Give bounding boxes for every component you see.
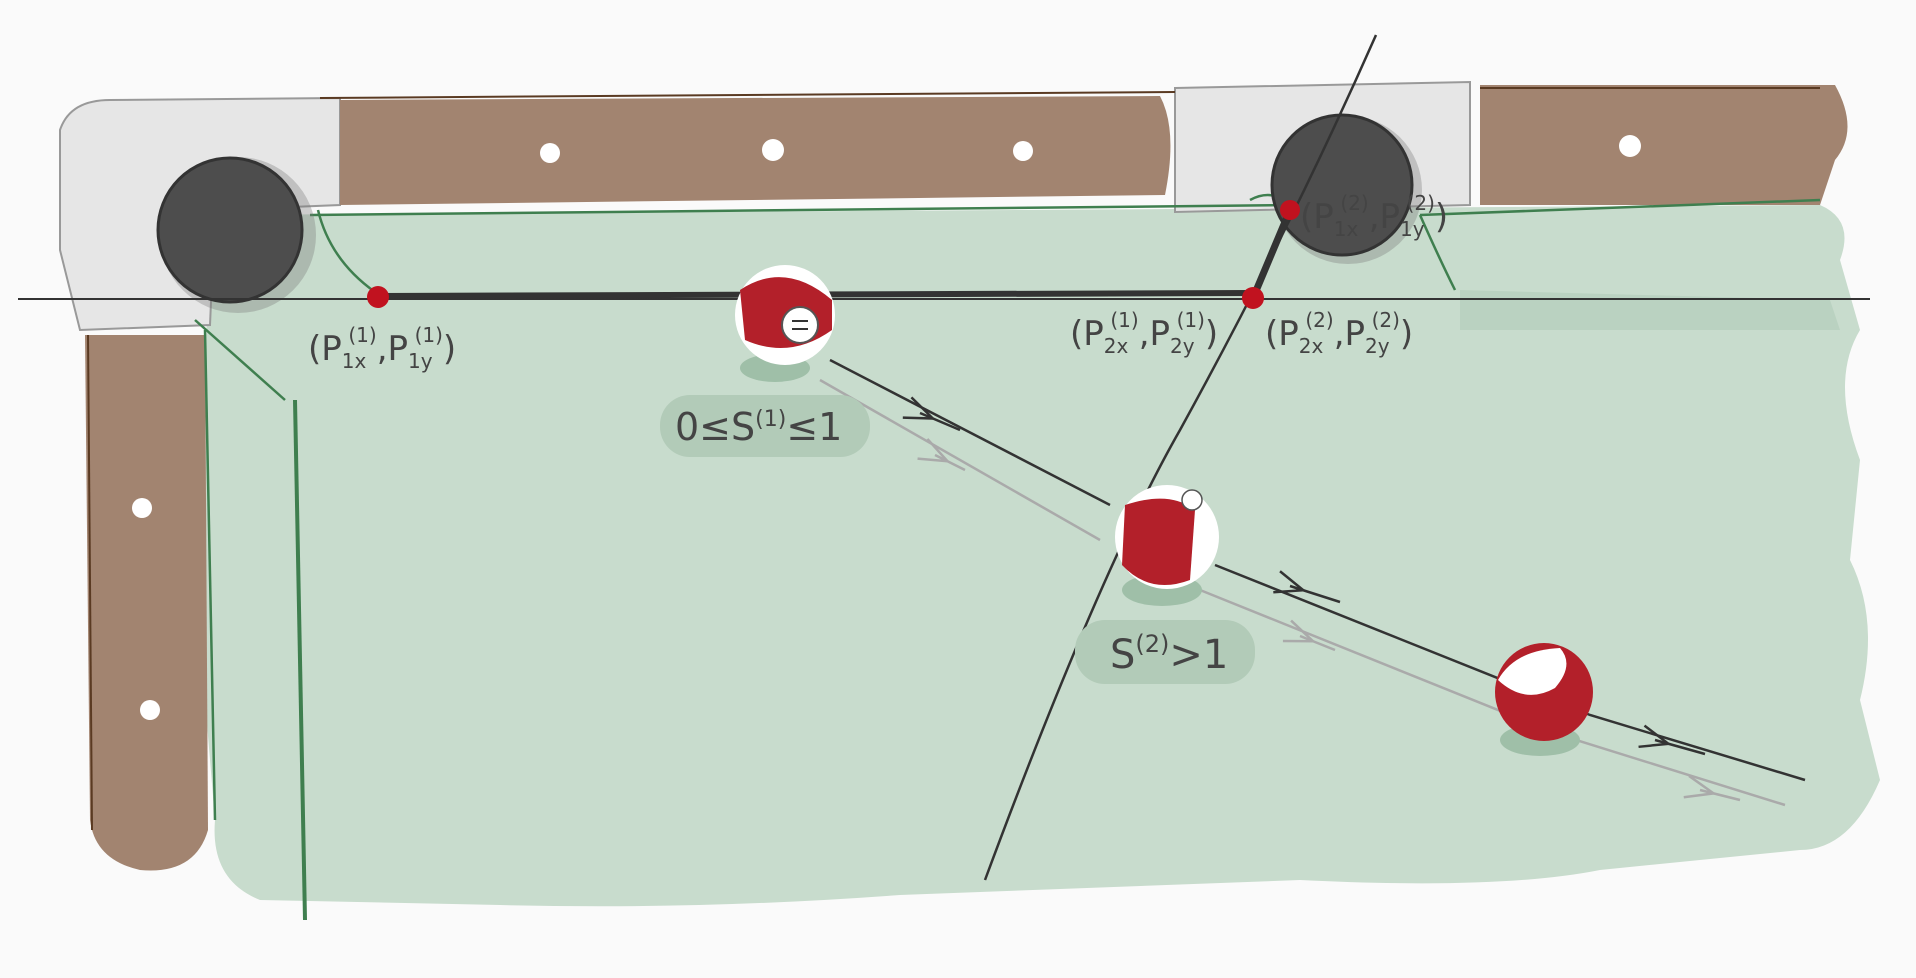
point-p2: [1242, 287, 1264, 309]
billiard-ball-icon: [1115, 485, 1219, 606]
rail-diamond-icon: [762, 139, 784, 161]
pocket-icon: [156, 156, 316, 313]
labels: (P1x(1),P1y(1)) (P2x(1),P2y(1)) (P2x(2),…: [308, 191, 1448, 678]
billiard-ball-icon: [735, 265, 835, 382]
label-s1: 0≤S(1)≤1: [675, 405, 842, 449]
label-p2-1: (P2x(1),P2y(1)): [1070, 308, 1218, 358]
rail-diamond-icon: [1013, 141, 1033, 161]
label-p2-2: (P2x(2),P2y(2)): [1265, 308, 1413, 358]
direction-arrow-icon: [902, 396, 961, 432]
pocket-icon: [1270, 113, 1422, 264]
key-points: [367, 200, 1300, 309]
cushion-lines: [194, 193, 1821, 921]
direction-arrow-icon: [1273, 570, 1341, 604]
balls: [735, 265, 1593, 756]
table-felt: [203, 205, 1880, 907]
point-p1-2: [1280, 200, 1300, 220]
direction-arrow-icon: [1282, 619, 1336, 652]
direction-arrow-icon: [1683, 774, 1741, 802]
rail-diamonds: [132, 135, 1641, 720]
direction-arrow-icon: [917, 438, 966, 472]
label-p1-2: (P1x(2),P1y(2)): [1300, 191, 1448, 241]
trajectory-dark: [829, 358, 1806, 782]
point-p1: [367, 286, 389, 308]
rail-diamond-icon: [540, 143, 560, 163]
table-rails: [85, 85, 1848, 871]
rail-diamond-icon: [1619, 135, 1641, 157]
label-p1: (P1x(1),P1y(1)): [308, 323, 456, 373]
billiard-ball-icon: [1495, 643, 1593, 756]
direction-arrow-icon: [1638, 724, 1706, 756]
label-s2: S(2)>1: [1110, 630, 1228, 678]
rail-diamond-icon: [140, 700, 160, 720]
pocket-line: [983, 34, 1378, 881]
rail-diamond-icon: [132, 498, 152, 518]
label-bubbles: [660, 395, 1255, 684]
pockets: [156, 113, 1422, 313]
